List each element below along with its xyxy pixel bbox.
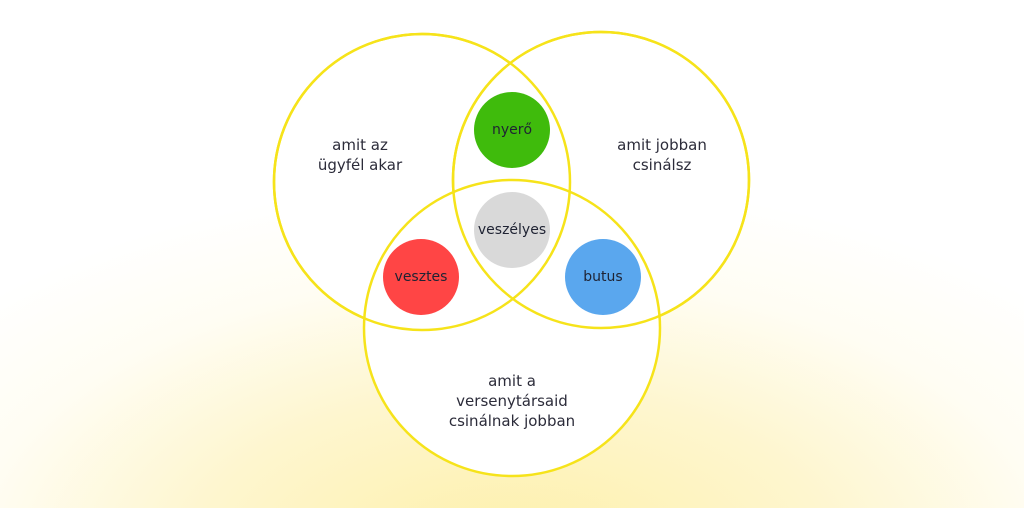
region-nyero: nyerő xyxy=(474,92,550,168)
set-label-you: amit jobban csinálsz xyxy=(617,135,707,175)
label-line: csinálnak jobban xyxy=(448,412,576,430)
label-line: amit jobban xyxy=(617,136,707,154)
region-label: vesztes xyxy=(394,269,448,285)
label-line: amit a xyxy=(488,372,536,390)
region-vesztes: vesztes xyxy=(383,239,459,315)
region-veszelyes: veszélyes xyxy=(474,192,550,268)
region-label: veszélyes xyxy=(477,222,547,238)
region-label: butus xyxy=(583,269,623,285)
label-line: ügyfél akar xyxy=(317,156,403,174)
region-butus: butus xyxy=(565,239,641,315)
label-line: amit az xyxy=(332,136,388,154)
set-label-competitors: amit a versenytársaid csinálnak jobban xyxy=(449,371,575,431)
label-line: csinálsz xyxy=(632,156,692,174)
region-label: nyerő xyxy=(491,122,533,138)
set-label-customer: amit az ügyfél akar xyxy=(318,135,402,175)
label-line: versenytársaid xyxy=(456,392,568,410)
